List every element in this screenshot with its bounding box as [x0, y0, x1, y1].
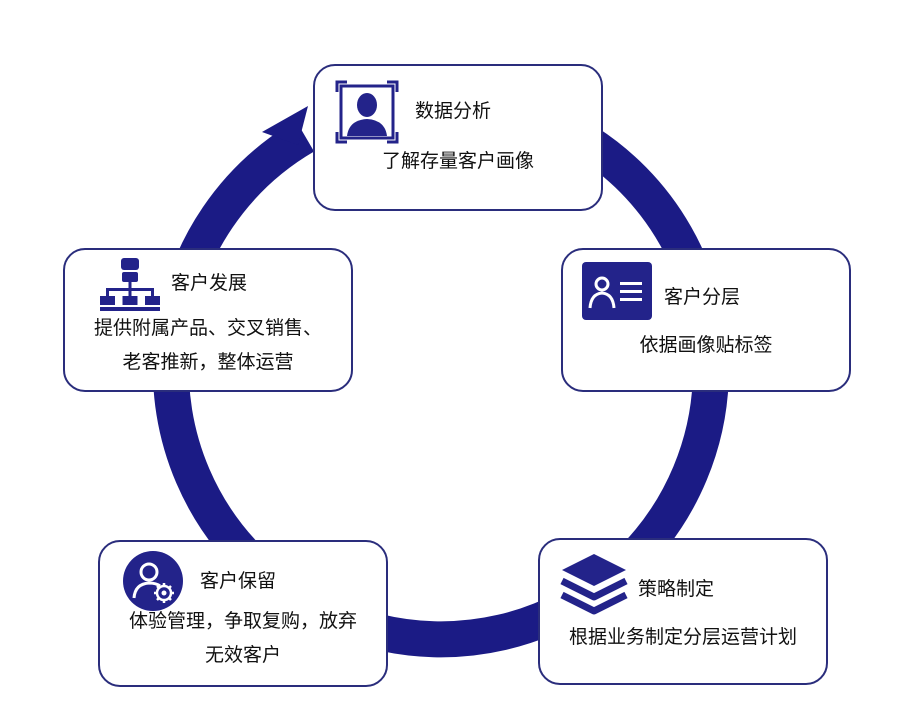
description-line: 提供附属产品、交叉销售、	[93, 317, 322, 339]
node-title: 客户保留	[200, 570, 277, 592]
node-title: 客户发展	[171, 272, 248, 294]
org-chart-icon	[99, 256, 161, 314]
node-description: 体验管理，争取复购，放弃 无效客户	[100, 604, 386, 672]
description-line: 了解存量客户画像	[381, 150, 534, 172]
node-title: 策略制定	[638, 578, 715, 600]
node-strategy: 策略制定 根据业务制定分层运营计划	[538, 538, 828, 685]
node-retention: 客户保留 体验管理，争取复购，放弃 无效客户	[98, 540, 388, 687]
layers-icon	[560, 552, 628, 616]
node-customer-segmentation: 客户分层 依据画像贴标签	[561, 248, 851, 392]
person-portrait-icon	[333, 78, 401, 146]
node-title: 数据分析	[415, 100, 492, 122]
description-line: 根据业务制定分层运营计划	[568, 626, 797, 648]
node-description: 了解存量客户画像	[315, 144, 601, 178]
id-card-icon	[582, 262, 652, 320]
description-line: 无效客户	[204, 644, 281, 666]
description-line: 老客推新，整体运营	[122, 351, 294, 373]
user-gear-icon	[122, 550, 184, 612]
description-line: 依据画像贴标签	[639, 334, 773, 356]
cycle-arrowhead	[262, 106, 308, 145]
node-title: 客户分层	[664, 286, 741, 308]
node-description: 提供附属产品、交叉销售、 老客推新，整体运营	[65, 311, 351, 379]
node-data-analysis: 数据分析 了解存量客户画像	[313, 64, 603, 211]
node-description: 根据业务制定分层运营计划	[540, 620, 826, 654]
node-development: 客户发展 提供附属产品、交叉销售、 老客推新，整体运营	[63, 248, 353, 392]
node-description: 依据画像贴标签	[563, 328, 849, 362]
description-line: 体验管理，争取复购，放弃	[128, 610, 357, 632]
